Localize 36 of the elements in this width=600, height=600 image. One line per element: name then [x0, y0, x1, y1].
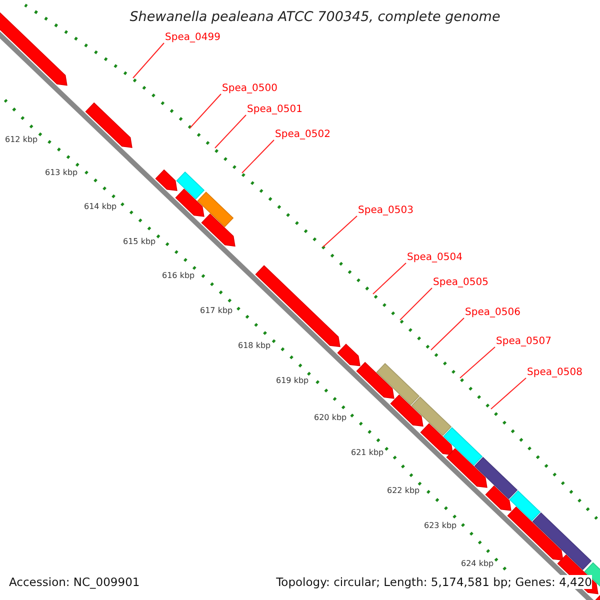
scale-label: 624 kbp [461, 559, 494, 569]
scale-label: 612 kbp [5, 135, 38, 145]
leader-line [400, 288, 432, 320]
scale-label: 618 kbp [238, 341, 271, 351]
scale-label: 613 kbp [45, 168, 78, 178]
leader-line [132, 42, 164, 78]
gene-label: Spea_0499 [165, 32, 220, 44]
title: Shewanella pealeana ATCC 700345, complete genome [130, 9, 500, 25]
accession-text: Accession: NC_009901 [9, 575, 140, 589]
leader-line [490, 378, 526, 410]
scale-label: 616 kbp [162, 271, 195, 281]
gene-label: Spea_0503 [358, 205, 414, 217]
gene-label: Spea_0501 [247, 104, 302, 116]
scale-label: 615 kbp [123, 237, 156, 247]
scale-label: 619 kbp [276, 376, 309, 386]
genome-stats-text: Topology: circular; Length: 5,174,581 bp; Genes: 4,420 [276, 575, 592, 589]
leader-line [372, 262, 406, 294]
scale-label: 623 kbp [424, 521, 457, 531]
gene-label: Spea_0508 [527, 367, 582, 379]
leader-line [214, 114, 246, 148]
scale-label: 617 kbp [200, 306, 233, 316]
leader-line [460, 346, 496, 378]
leader-line [322, 216, 358, 248]
scale-label: 621 kbp [351, 448, 384, 458]
leader-line [242, 140, 274, 174]
gene-label: Spea_0506 [465, 307, 520, 319]
leader-line [190, 94, 222, 128]
scale-label: 614 kbp [84, 202, 117, 212]
scale-label: 622 kbp [387, 486, 420, 496]
gene-label: Spea_0500 [222, 83, 278, 95]
gene-label: Spea_0502 [275, 129, 330, 141]
gene-label: Spea_0505 [433, 277, 488, 289]
gene-label: Spea_0504 [407, 252, 462, 264]
scale-label: 620 kbp [314, 413, 347, 423]
gene-label: Spea_0507 [496, 336, 552, 348]
leader-line [430, 318, 464, 350]
